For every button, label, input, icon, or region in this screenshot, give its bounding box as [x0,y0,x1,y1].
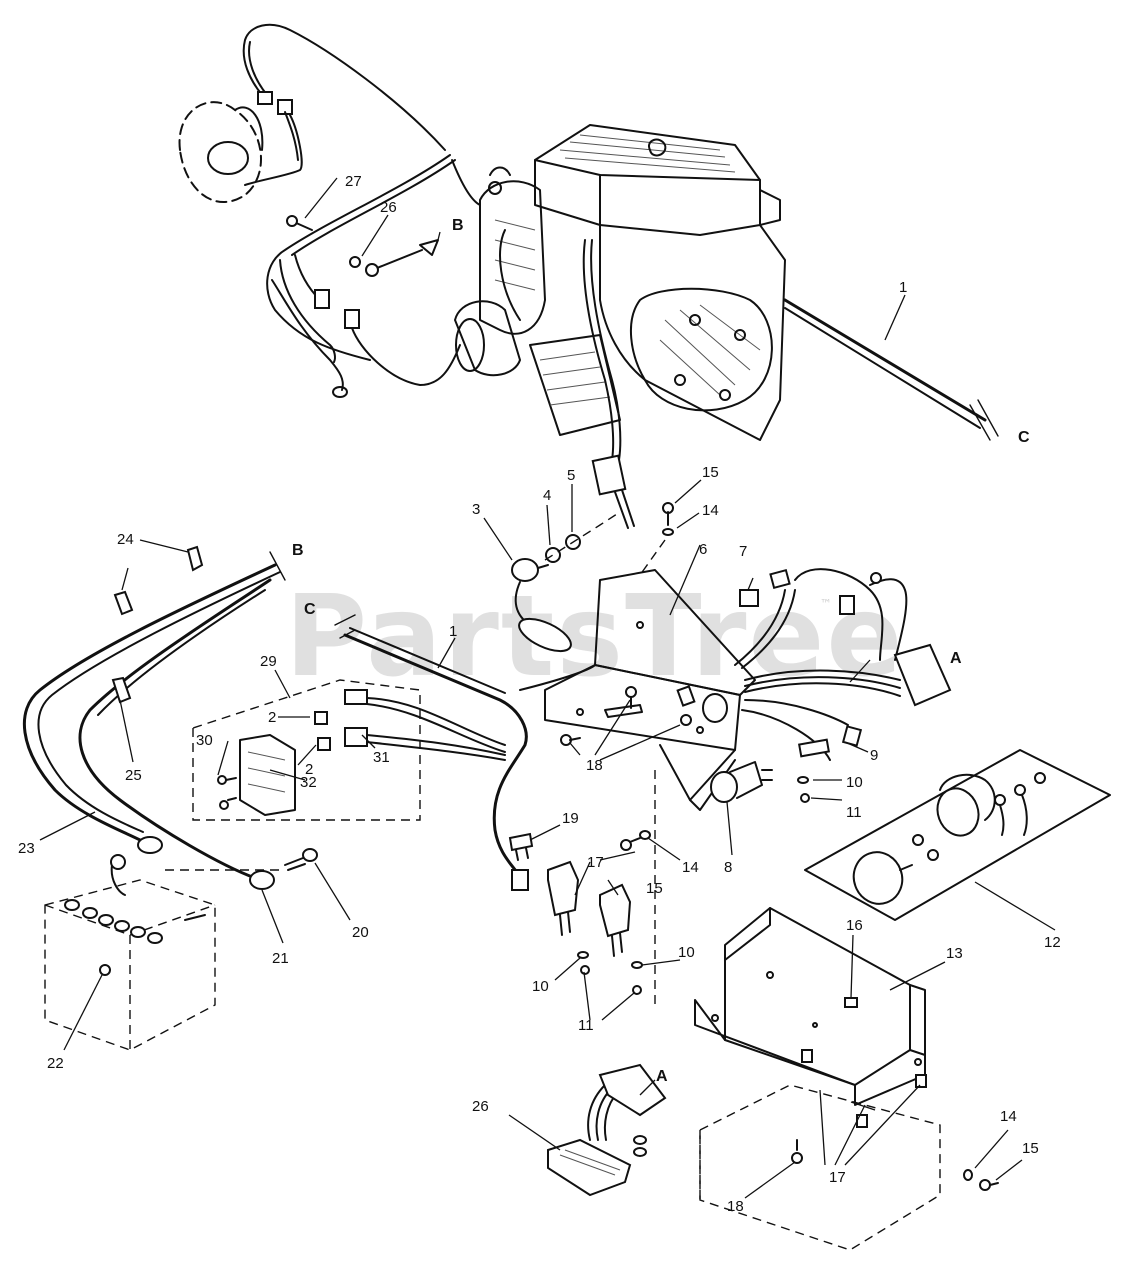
screws-15-14-top [662,502,674,536]
screws-18 [560,686,692,746]
top-wire-harness [242,23,446,161]
screws-14-15-lower [963,1169,999,1191]
callout-5: 5 [567,467,575,484]
connector-b-lower: B [292,542,304,559]
cover-dashed [699,1084,941,1251]
callout-29: 29 [260,653,277,670]
engine [454,124,786,529]
screws-14-15-mid [620,830,651,851]
callout-22: 22 [47,1055,64,1072]
callout-6: 6 [699,541,707,558]
callout-9: 9 [870,747,878,764]
callout-1-upper: 1 [899,279,907,296]
callout-24: 24 [117,531,134,548]
switch-17-left [547,860,580,936]
bolt-27 [286,215,313,231]
watermark-trademark: ™ [820,597,832,611]
nuts-10-11-right [797,776,810,803]
flywheel-pulley [178,101,303,203]
key-switch-8 [710,761,773,803]
callout-17-mid: 17 [587,854,604,871]
callout-21: 21 [272,950,289,967]
main-harness-right [734,568,952,761]
bolt-20 [284,848,318,871]
callout-14-mid: 14 [682,859,699,876]
watermark: PartsTree [285,572,904,702]
callout-14-top: 14 [702,502,719,519]
relay-box-29 [192,679,506,821]
callout-13: 13 [946,945,963,962]
callout-31: 31 [373,749,390,766]
callout-12: 12 [1044,934,1061,951]
callout-27: 27 [345,173,362,190]
callout-10-left: 10 [532,978,549,995]
callout-2-upper: 2 [268,709,276,726]
callout-25: 25 [125,767,142,784]
callout-19: 19 [562,810,579,827]
engine-harness [266,154,481,398]
callout-26-lower: 26 [472,1098,489,1115]
connector-c-right: C [1018,429,1030,446]
screw-assembly-line [639,539,666,576]
cable-end-28 [349,239,439,277]
switch-3 [511,558,572,653]
callout-15-lower: 15 [1022,1140,1039,1157]
connector-a-lower: A [656,1068,668,1085]
callout-17-lower: 17 [829,1169,846,1186]
callout-1-lower: 1 [449,623,457,640]
callout-26-upper: 26 [380,199,397,216]
clip-25 [111,676,132,704]
callout-23: 23 [18,840,35,857]
callout-18-upper: 18 [586,757,603,774]
assembly-line [544,511,621,561]
clip-24 [113,545,204,616]
callout-11-mid: 11 [578,1017,594,1034]
switch-17-right [599,883,632,957]
battery-22 [44,854,216,1051]
callout-11-right: 11 [846,804,862,821]
callout-20: 20 [352,924,369,941]
rectifier-26 [547,1063,667,1197]
callout-14-lower: 14 [1000,1108,1017,1125]
screw-18-lower [791,1139,803,1164]
callout-10-mid: 10 [678,944,695,961]
callout-32: 32 [300,774,317,791]
cable-1-right [783,298,999,441]
callout-4: 4 [543,487,551,504]
cable-1-left [334,614,596,891]
callout-10-right: 10 [846,774,863,791]
callout-15-top: 15 [702,464,719,481]
connector-a-upper: A [950,650,962,667]
callout-3: 3 [472,501,480,518]
callout-15-mid: 15 [646,880,663,897]
nuts-10-11-mid [577,951,643,995]
callout-7: 7 [739,543,747,560]
callout-8: 8 [724,859,732,876]
callout-30: 30 [196,732,213,749]
battery-cable-21 [78,578,275,890]
callout-18-lower: 18 [727,1198,744,1215]
tray-13 [694,907,927,1128]
callout-16: 16 [846,917,863,934]
switch-19 [508,832,534,861]
connector-b-upper: B [452,217,464,234]
washer-4 [545,547,561,563]
callout-2-lower: 2 [305,761,313,778]
gauge-panel-12 [804,749,1111,921]
leader-lines [39,177,1056,1199]
connector-c-left: C [304,601,316,618]
